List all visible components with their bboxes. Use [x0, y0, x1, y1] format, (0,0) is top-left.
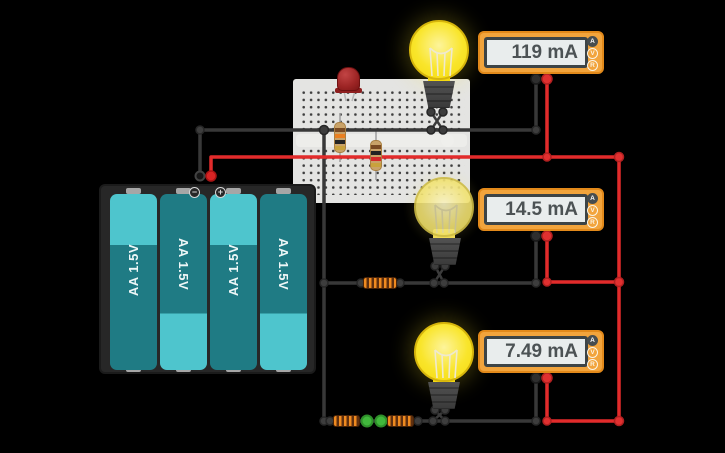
bulb-filament: [434, 349, 458, 379]
battery-contact: [176, 188, 191, 194]
battery-cell-1[interactable]: AA 1.5V: [110, 194, 157, 370]
bulb-base: [429, 238, 461, 265]
resistor-row3-b[interactable]: [387, 415, 414, 427]
bulb-glass[interactable]: [414, 177, 474, 237]
resistor-vertical-2[interactable]: [370, 140, 382, 171]
ohmmeter-mode-button[interactable]: R: [587, 217, 598, 228]
bulb-filament: [429, 47, 453, 77]
ohmmeter-mode-button[interactable]: R: [587, 359, 598, 370]
battery-cell-2[interactable]: AA 1.5V: [160, 194, 207, 370]
bulb-base: [423, 81, 455, 108]
voltmeter-mode-button[interactable]: V: [587, 48, 598, 59]
wire-row2-black[interactable]: [322, 234, 538, 285]
red-junction-dots: [542, 151, 625, 427]
voltmeter-mode-button[interactable]: V: [587, 347, 598, 358]
wire-ammeter2-red[interactable]: [545, 234, 621, 284]
battery-contact: [226, 188, 241, 194]
battery-contact: [276, 188, 291, 194]
battery-cell-label: AA 1.5V: [226, 243, 241, 297]
bulb-glass[interactable]: [414, 322, 474, 382]
battery-lead-terminals[interactable]: [194, 170, 217, 182]
battery-cell-label: AA 1.5V: [276, 237, 291, 291]
wire-battery-neg-to-ammeter1[interactable]: [198, 77, 538, 178]
battery-contact: [126, 188, 141, 194]
multimeter-display: 119 mA: [484, 37, 588, 68]
multimeter-2[interactable]: 14.5 mA A V R: [478, 188, 604, 231]
minus-symbol: −: [189, 187, 200, 198]
resistor-row3-a[interactable]: [333, 415, 360, 427]
battery-pack-4xAA[interactable]: AA 1.5V AA 1.5V AA 1.5V AA 1.5V − +: [99, 184, 316, 374]
battery-cell-3[interactable]: AA 1.5V: [210, 194, 257, 370]
wire-battery-pos-bus[interactable]: [209, 155, 621, 423]
multimeter-display: 7.49 mA: [484, 336, 588, 367]
ammeter-mode-button[interactable]: A: [587, 193, 598, 204]
battery-cell-label: AA 1.5V: [126, 243, 141, 297]
led-dome: [337, 67, 360, 91]
bulb-filament: [434, 204, 458, 234]
resistor-row2[interactable]: [363, 277, 397, 289]
ammeter-mode-button[interactable]: A: [587, 36, 598, 47]
multimeter-reading: 119 mA: [511, 42, 578, 63]
bulb-glass[interactable]: [409, 20, 469, 80]
battery-cell-label: AA 1.5V: [176, 237, 191, 291]
breadboard-mount-hole: [441, 134, 454, 147]
battery-negative-terminal[interactable]: [194, 170, 206, 182]
voltmeter-mode-button[interactable]: V: [587, 205, 598, 216]
multimeter-reading: 7.49 mA: [505, 341, 578, 362]
meter-black-probe-plugs[interactable]: [530, 73, 542, 384]
green-connection-dots[interactable]: [360, 414, 388, 428]
battery-cell-4[interactable]: AA 1.5V: [260, 194, 307, 370]
plus-symbol: +: [215, 187, 226, 198]
ammeter-mode-button[interactable]: A: [587, 335, 598, 346]
red-led[interactable]: [335, 67, 362, 95]
ohmmeter-mode-button[interactable]: R: [587, 60, 598, 71]
meter-red-probe-plugs[interactable]: [541, 73, 553, 384]
multimeter-3[interactable]: 7.49 mA A V R: [478, 330, 604, 373]
multimeter-display: 14.5 mA: [484, 194, 588, 225]
multimeter-reading: 14.5 mA: [505, 199, 578, 220]
bulb-base: [428, 382, 460, 409]
battery-positive-terminal[interactable]: [205, 170, 217, 182]
resistor-vertical-1[interactable]: [334, 122, 346, 153]
multimeter-1[interactable]: 119 mA A V R: [478, 31, 604, 74]
